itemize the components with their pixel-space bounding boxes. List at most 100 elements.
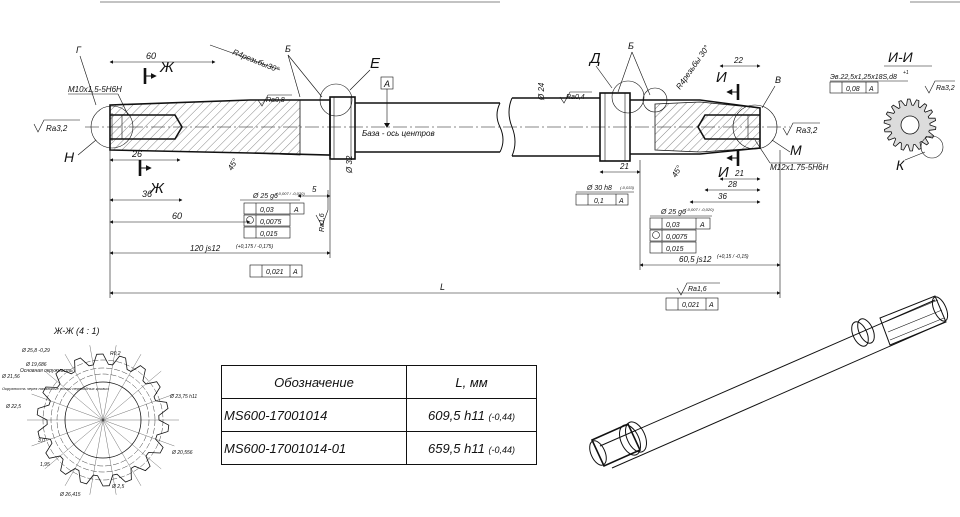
thread-right: M12x1.75-5H6H [770, 163, 828, 172]
table-header-row: Обозначение L, мм [221, 365, 537, 399]
label-g: Г [76, 45, 82, 55]
detail-label-195: 1,95 [40, 462, 50, 468]
label-n: Н [64, 149, 75, 165]
roughness-16-right: Ra1,6 [688, 286, 707, 293]
tolerance-right: Ø 25 g6 (-0,007 / -0,020) 0,03 А 0,0075 … [649, 207, 719, 311]
chamfer-left: 45° [226, 156, 240, 172]
leader-labels: Г M10x1,5-5H6H Н Б Е Д Б В М M12x1.75-5H… [64, 41, 828, 172]
cylindricity-left: 0,015 [260, 231, 278, 238]
break-left [496, 102, 504, 153]
detail-label-30: 3,0 [38, 438, 45, 444]
detail-zh-gear [27, 345, 179, 495]
left-end-hatched [109, 99, 301, 156]
right-end-hatched [654, 101, 761, 153]
dim-d25g6-tol-left: (-0,007 / -0,020) [276, 191, 305, 196]
table-cell-length: 659,5 h11 (-0,44) [406, 431, 537, 465]
base-axis-note: База - ось центров [362, 129, 435, 138]
label-k: К [896, 157, 905, 173]
table-header-length: L, мм [406, 365, 537, 399]
label-zh-top: Ж [159, 59, 175, 76]
roughness-16-left: Ra1,6 [319, 213, 326, 232]
detail-label-r02: R0,2 [110, 351, 121, 357]
detail-label-transition: Окружность через начальные точки переход… [2, 386, 110, 391]
shaft-main-view [85, 80, 790, 162]
table-cell-designation: MS600-17001014-01 [221, 431, 407, 465]
detail-radial-line [102, 419, 175, 447]
detail-radial-line [64, 419, 104, 486]
dim-d25g6-right: Ø 25 g6 [660, 209, 686, 216]
detail-radial-line [102, 370, 162, 421]
dim-120: 120 js12 [190, 244, 221, 253]
runout-01: 0,1 [594, 198, 604, 205]
detail-radial-line [102, 419, 117, 495]
label-b-left: Б [285, 44, 291, 54]
frame-a-1: А [293, 207, 299, 214]
spline-ii-spec-sup: +1 [903, 70, 909, 76]
dim-d24: Ø 24 [537, 82, 546, 101]
dim-22: 22 [733, 56, 743, 65]
dim-60-5-tol: (+0,15 / -0,15) [717, 254, 749, 260]
label-i-top: И [716, 69, 727, 86]
roughness-marks: Ra3,2 Ra0,8 Ra0,4 Ra3,2 Ra1,6 Ra1,6 Ra3,… [33, 80, 955, 296]
detail-label-19686: Ø 19,686 [25, 362, 47, 368]
roughness-08: Ra0,8 [266, 97, 285, 104]
frame-a-3: А [618, 198, 624, 205]
table-header-designation: Обозначение [221, 365, 407, 399]
length-value: 659,5 h11 [427, 440, 485, 456]
chamfer-right: 45° [670, 163, 684, 179]
label-i-bottom: И [718, 164, 729, 181]
dim-60-top: 60 [146, 51, 156, 61]
detail-label-258: Ø 25,8 -0,29 [21, 348, 50, 354]
thread-left: M10x1,5-5H6H [68, 85, 122, 94]
roughness-left: Ra3,2 [46, 124, 68, 133]
roundness-left: 0,0075 [260, 219, 282, 226]
detail-radial-line [102, 345, 117, 421]
detail-reference-circle [56, 373, 150, 467]
detail-radial-line [89, 345, 104, 421]
detail-label-225: Ø 22,5 [5, 404, 21, 410]
detail-zh: Ж-Ж (4 : 1) Ø 25,8 -0,29 R0,2 Ø 19,686 Ø… [1, 326, 197, 498]
label-e: Е [370, 55, 381, 72]
section-ii-title: И-И [888, 49, 914, 65]
spline-bore [900, 115, 920, 135]
spline-ii-spec: Эв.22,5х1,25х18S,d8 [830, 74, 897, 81]
dim-60-left: 60 [172, 211, 182, 221]
dim-21-mid: 21 [619, 162, 629, 171]
length-value: 609,5 h11 [427, 407, 485, 423]
fillet-note-right: R4резьбы 30° [674, 43, 711, 91]
label-v: В [775, 75, 781, 85]
runout-003-right: 0,03 [666, 222, 680, 229]
detail-circle-m [732, 104, 778, 150]
table-cell-length: 609,5 h11 (-0,44) [406, 398, 537, 432]
detail-radial-line [102, 354, 142, 421]
label-m: М [790, 142, 802, 158]
dim-21-right: 21 [734, 169, 744, 178]
detail-label-2156: Ø 21,56 [1, 374, 20, 380]
dim-L: L [440, 282, 445, 292]
roughness-right: Ra3,2 [796, 126, 818, 135]
detail-radial-line [31, 419, 104, 447]
cylindricity-right: 0,015 [666, 246, 684, 253]
detail-label-base-circle: Основная окружность [20, 368, 73, 374]
detail-radial-line [102, 393, 175, 421]
collar-d [599, 92, 631, 162]
dim-d30h8-tol: (-0,033) [620, 185, 635, 190]
table-row: MS600-17001014-01 659,5 h11 (-0,44) [221, 431, 537, 465]
isometric-shaft [589, 295, 949, 469]
detail-radial-line [44, 419, 104, 470]
dim-d25g6-tol-right: (-0,007 / -0,020) [685, 207, 714, 212]
frame-a-4: А [699, 222, 705, 229]
datum-a-label: А [383, 79, 390, 89]
frame-a-5: А [708, 302, 714, 309]
frame-a-2: А [292, 269, 298, 276]
detail-zh-title: Ж-Ж (4 : 1) [53, 326, 100, 336]
detail-label-2375: Ø 23,75 h11 [169, 394, 197, 400]
detail-radial-line [102, 419, 142, 486]
dim-120-tol: (+0,175 / -0,175) [236, 244, 273, 250]
runout-003-left: 0,03 [260, 207, 274, 214]
detail-radial-line [64, 354, 104, 421]
dim-d30h8: Ø 30 h8 [586, 185, 612, 192]
label-zh-bottom: Ж [149, 180, 165, 197]
dim-d25g6-left: Ø 25 g6 [252, 193, 278, 200]
detail-circle-h [90, 105, 134, 149]
